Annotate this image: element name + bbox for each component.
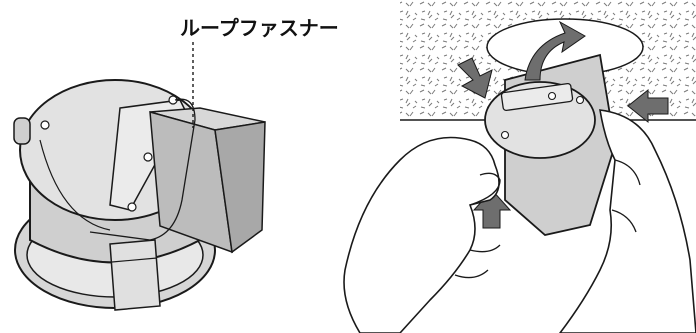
right-hand xyxy=(558,109,696,333)
screw-icon xyxy=(575,95,585,105)
screw-icon xyxy=(127,202,137,212)
left-hand xyxy=(343,136,500,333)
left-figure xyxy=(13,42,266,311)
loop-fastener-wire xyxy=(39,139,111,231)
left-fingers xyxy=(454,244,501,279)
right-figure xyxy=(343,0,696,333)
left-thumb xyxy=(469,172,501,206)
push-arrow-icon xyxy=(457,57,493,99)
screw-icon xyxy=(500,130,510,140)
screw-icon xyxy=(547,91,557,101)
screw-icon xyxy=(143,152,153,162)
cable-clamp-band xyxy=(111,257,158,263)
loop-fastener-wire xyxy=(89,98,196,241)
screw-icon xyxy=(40,120,50,130)
loop-fastener-label: ループファスナー xyxy=(180,16,339,40)
cable-clamp xyxy=(109,239,161,311)
transformer-box-side xyxy=(214,121,266,254)
push-arrow-icon xyxy=(627,88,669,124)
push-arrow-icon xyxy=(472,189,512,229)
right-fingers xyxy=(611,159,641,233)
rotate-arrow-icon xyxy=(524,20,586,81)
side-bracket xyxy=(13,117,31,145)
lid-slot xyxy=(500,82,574,112)
